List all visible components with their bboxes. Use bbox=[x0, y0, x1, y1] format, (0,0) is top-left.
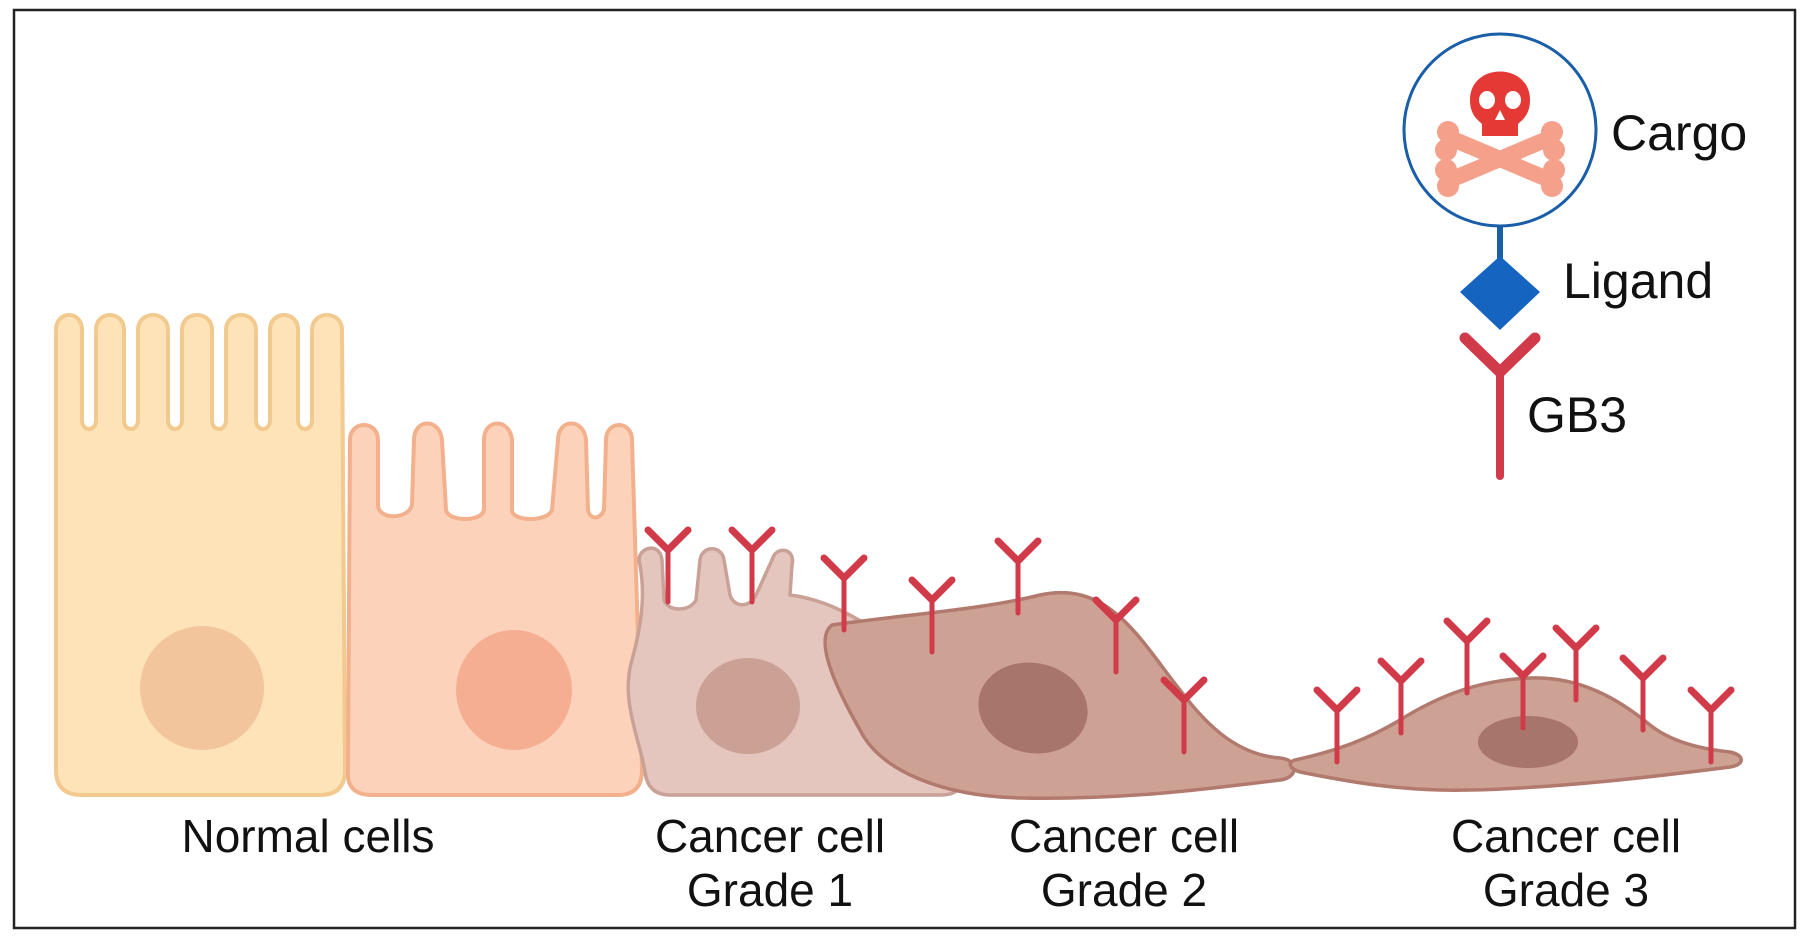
nucleus-normal-2 bbox=[456, 630, 572, 750]
normal-cell-1 bbox=[54, 313, 347, 797]
normal-cell-2 bbox=[345, 421, 644, 797]
gb3-receptor-icon bbox=[1459, 332, 1541, 480]
caption-grade-2-line-2: Grade 2 bbox=[1041, 864, 1207, 916]
skull-crossbones-icon bbox=[1435, 71, 1565, 197]
nucleus-normal-1 bbox=[140, 626, 264, 750]
nucleus-grade-1 bbox=[696, 658, 800, 754]
nucleus-grade-2 bbox=[978, 662, 1088, 754]
legend-ligand-label: Ligand bbox=[1563, 253, 1713, 309]
nucleus-grade-3 bbox=[1478, 716, 1578, 768]
caption-normal-cells: Normal cells bbox=[181, 810, 434, 862]
caption-grade-2-line-1: Cancer cell bbox=[1009, 810, 1239, 862]
caption-grade-3-line-2: Grade 3 bbox=[1483, 864, 1649, 916]
caption-grade-3-line-1: Cancer cell bbox=[1451, 810, 1681, 862]
cancer-cell-grade-3 bbox=[1288, 676, 1743, 792]
cancer-cell-grade-2 bbox=[823, 591, 1296, 800]
legend-gb3-label: GB3 bbox=[1527, 387, 1627, 443]
caption-grade-1-line-2: Grade 1 bbox=[687, 864, 853, 916]
legend: Cargo Ligand GB3 bbox=[1402, 32, 1747, 480]
captions: Normal cells Cancer cell Grade 1 Cancer … bbox=[181, 810, 1681, 916]
caption-grade-1-line-1: Cancer cell bbox=[655, 810, 885, 862]
legend-cargo-label: Cargo bbox=[1611, 105, 1747, 161]
diamond-icon bbox=[1460, 256, 1540, 330]
